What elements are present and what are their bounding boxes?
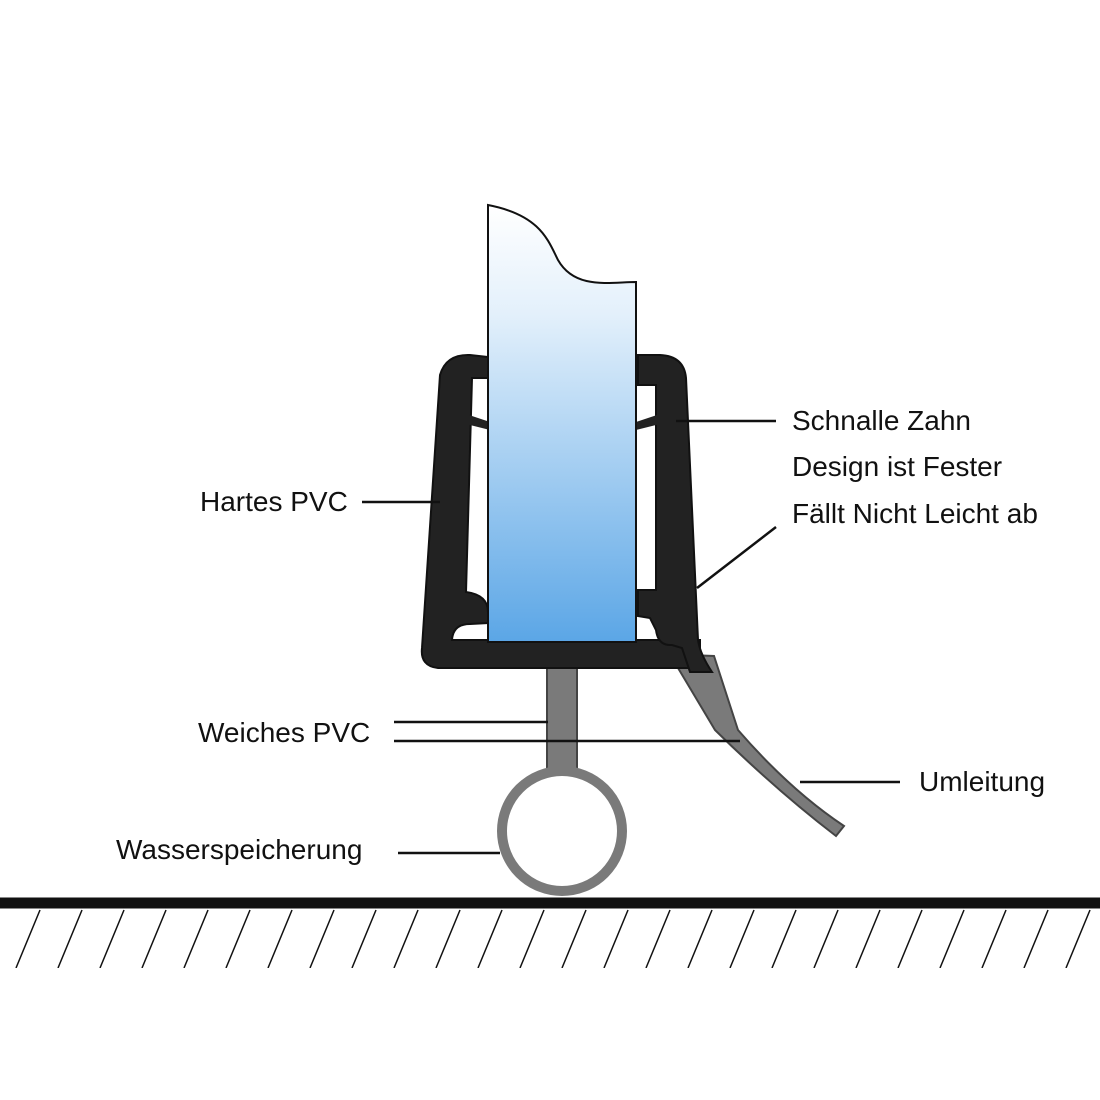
hatch-line	[855, 909, 881, 968]
label-buckle-tooth-line-1: Schnalle Zahn	[792, 405, 972, 436]
hatch-line	[1023, 909, 1049, 968]
hatch-line	[1065, 909, 1091, 968]
hatch-line	[771, 909, 797, 968]
leader-falls-off	[696, 526, 777, 589]
label-diversion: Umleitung	[919, 766, 1046, 797]
hatch-line	[267, 909, 293, 968]
hatch-line	[225, 909, 251, 968]
floor-hatching	[15, 909, 1091, 968]
hatch-line	[729, 909, 755, 968]
hard-pvc-profile-right	[637, 354, 714, 673]
soft-pvc-fin	[676, 653, 846, 838]
label-buckle-tooth-line-3: Fällt Nicht Leicht ab	[792, 498, 1038, 529]
hatch-line	[939, 909, 965, 968]
hatch-line	[183, 909, 209, 968]
hatch-line	[351, 909, 377, 968]
buckle-tooth-right	[636, 414, 660, 430]
buckle-tooth-left	[466, 414, 490, 430]
hatch-line	[981, 909, 1007, 968]
hatch-line	[57, 909, 83, 968]
label-hard-pvc: Hartes PVC	[200, 486, 348, 517]
hatch-line	[897, 909, 923, 968]
hatch-line	[309, 909, 335, 968]
label-soft-pvc: Weiches PVC	[198, 717, 371, 748]
label-buckle-tooth-line-2: Design ist Fester	[792, 451, 1003, 482]
hatch-line	[477, 909, 503, 968]
hatch-line	[561, 909, 587, 968]
soft-pvc-stem	[546, 664, 578, 771]
hatch-line	[603, 909, 629, 968]
hatch-line	[141, 909, 167, 968]
hatch-line	[687, 909, 713, 968]
hatch-line	[15, 909, 41, 968]
hatch-line	[645, 909, 671, 968]
label-water-storage: Wasserspeicherung	[116, 834, 363, 865]
hatch-line	[813, 909, 839, 968]
hatch-line	[519, 909, 545, 968]
hatch-line	[435, 909, 461, 968]
hatch-line	[393, 909, 419, 968]
hatch-line	[99, 909, 125, 968]
glass-pane	[487, 203, 637, 643]
water-storage-ring	[497, 766, 627, 896]
